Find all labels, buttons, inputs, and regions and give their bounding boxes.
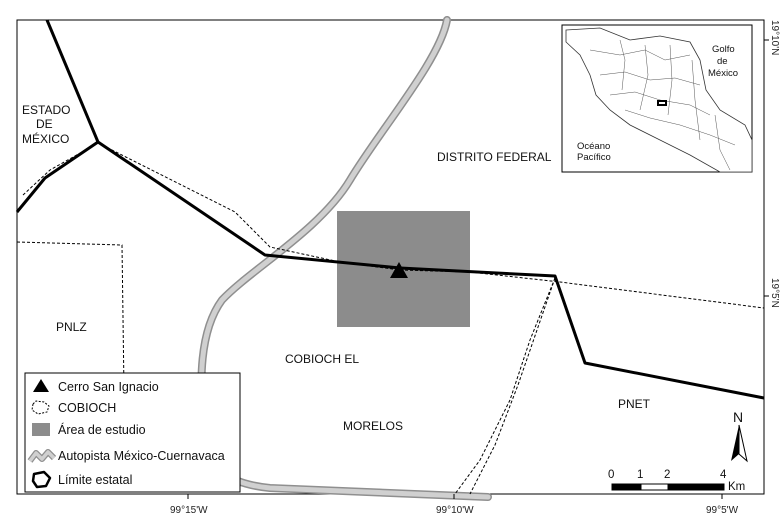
label-pnlz: PNLZ <box>56 320 87 334</box>
coord-lat-1: 19°10'N <box>769 20 780 55</box>
north-arrow-icon <box>731 424 748 463</box>
cerro-triangle-icon <box>390 262 408 278</box>
scale-tick-4: 4 <box>720 469 727 481</box>
legend-label-cobioch: COBIOCH <box>58 401 116 415</box>
label-morelos: MORELOS <box>343 419 403 433</box>
legend-label-autopista: Autopista México-Cuernavaca <box>58 449 225 463</box>
label-mexico: MÉXICO <box>22 131 69 146</box>
scale-bar <box>611 483 725 491</box>
coord-lon-1: 99°15'W <box>170 505 208 516</box>
legend-gray-area-icon <box>32 423 50 436</box>
inset-mexico: México <box>708 68 738 79</box>
state-boundary <box>15 19 765 400</box>
legend-triangle-icon <box>33 379 49 392</box>
legend-label-area: Área de estudio <box>58 422 146 437</box>
cobioch-dashed-lines <box>16 142 765 495</box>
legend: Cerro San Ignacio COBIOCH Área de estudi… <box>24 372 241 493</box>
label-cobioch-el: COBIOCH EL <box>285 352 359 366</box>
legend-dashed-outline-icon <box>31 400 50 415</box>
inset-oceano: Océano <box>577 141 610 152</box>
inset-map <box>561 24 753 173</box>
inset-golfo: Golfo <box>712 44 735 55</box>
scale-unit: Km <box>728 481 745 493</box>
lon-ticks <box>187 39 769 499</box>
coord-lon-2: 99°10'W <box>436 505 474 516</box>
legend-state-boundary-icon <box>31 470 52 489</box>
scale-tick-1: 1 <box>637 469 643 481</box>
legend-label-limite: Límite estatal <box>58 473 132 487</box>
inset-de: de <box>717 56 728 67</box>
coord-lat-2: 19°5'N <box>769 278 780 308</box>
inset-pacifico: Pacífico <box>577 152 611 163</box>
label-de: DE <box>36 117 53 131</box>
legend-highway-icon <box>27 449 57 463</box>
scale-tick-0: 0 <box>608 469 614 481</box>
label-estado: ESTADO <box>22 103 70 117</box>
scale-tick-2: 2 <box>664 469 670 481</box>
legend-label-cerro: Cerro San Ignacio <box>58 380 159 394</box>
coord-lon-3: 99°5'W <box>706 505 739 516</box>
label-pnet: PNET <box>618 397 651 411</box>
north-label: N <box>733 409 743 425</box>
label-distrito-federal: DISTRITO FEDERAL <box>437 150 552 164</box>
